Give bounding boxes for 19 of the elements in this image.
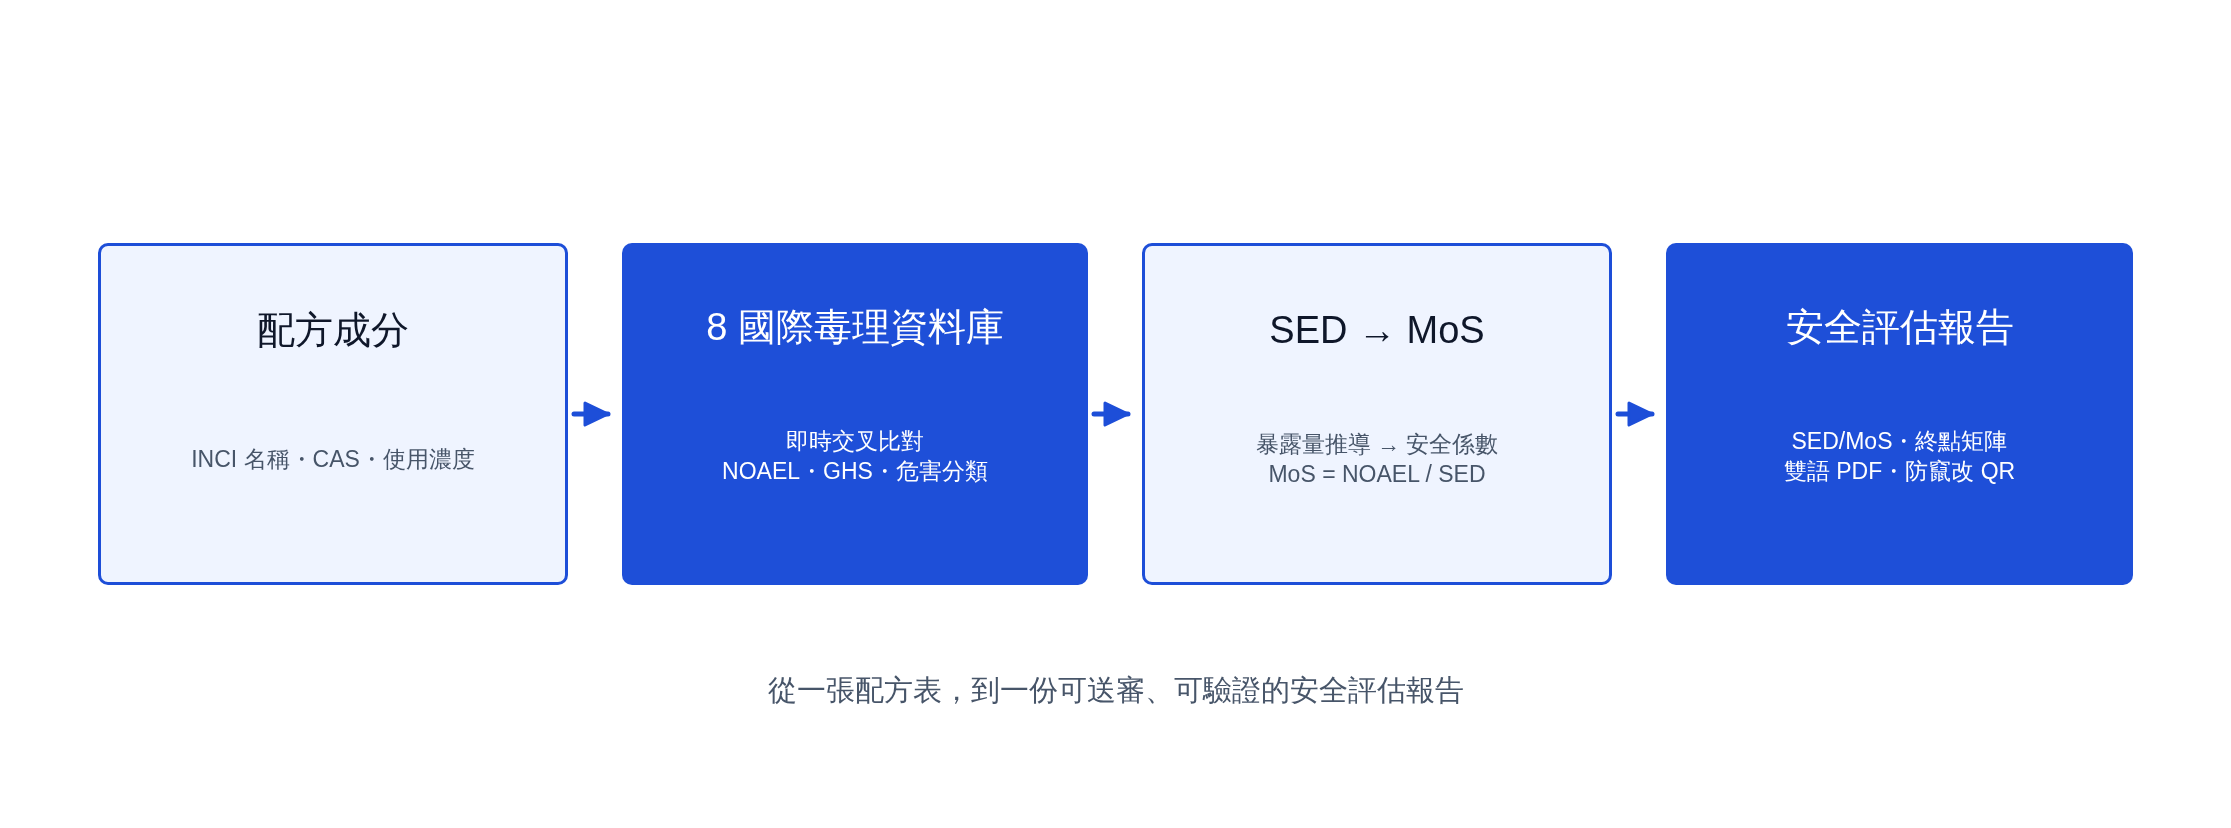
step-description: 暴露量推導 → 安全係數 [1255,430,1499,459]
step-title: 8 國際毒理資料庫 [706,305,1004,350]
step-description: NOAEL・GHS・危害分類 [722,457,988,486]
caption-text: 從一張配方表，到一份可送審、可驗證的安全評估報告 [767,673,1464,708]
step-title: 配方成分 [257,308,409,353]
arrow [571,401,611,427]
step-title: 安全評估報告 [1785,305,2014,350]
step-title: SED → MoS [1269,308,1485,353]
process-box [98,243,568,585]
step-description: MoS = NOAEL / SED [1268,460,1486,489]
process-box [622,243,1088,585]
arrow [1091,401,1131,427]
step-description: SED/MoS・終點矩陣 [1791,427,2008,456]
arrow [1615,401,1655,427]
step-description: 即時交叉比對 [786,427,924,456]
process-box [1666,243,2133,585]
process-box [1142,243,1612,585]
step-description: INCI 名稱・CAS・使用濃度 [191,445,475,474]
step-description: 雙語 PDF・防竄改 QR [1783,457,2016,486]
